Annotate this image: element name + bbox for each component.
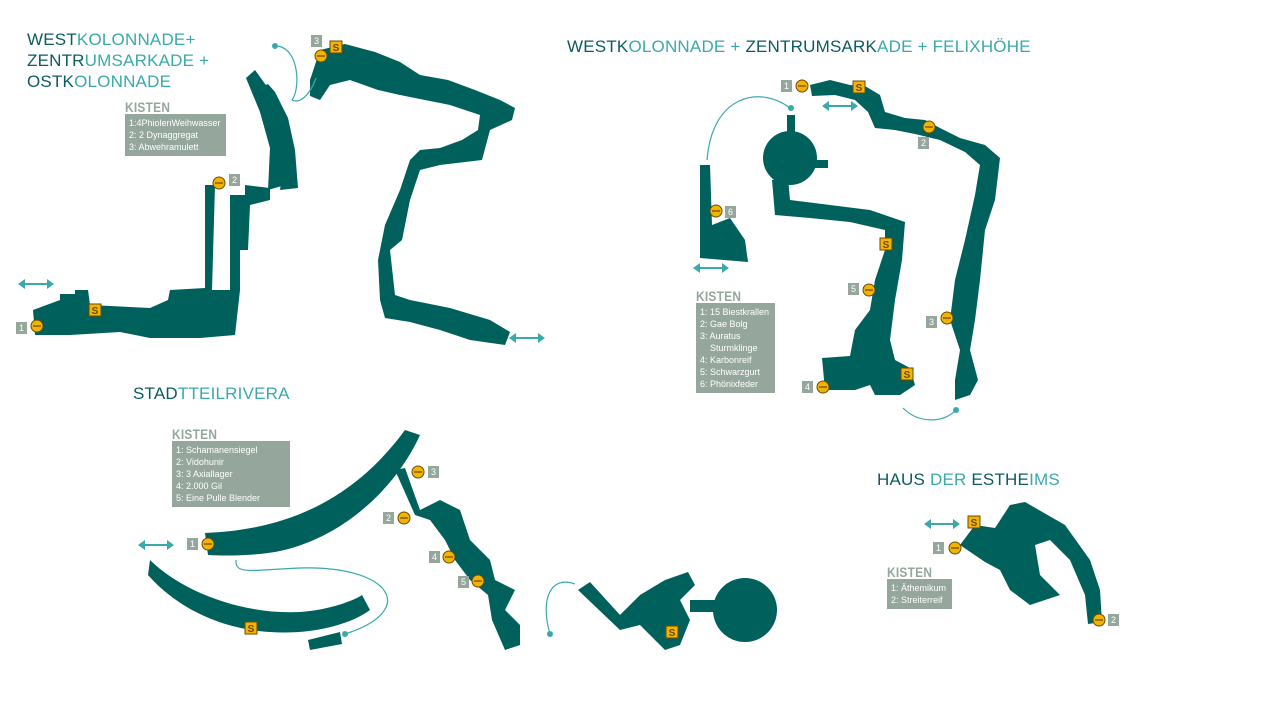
save-point-icon <box>852 80 866 95</box>
chest-icon <box>201 537 215 551</box>
legend-box: 1: Schamanensiegel 2: Vidohunir 3: 3 Axi… <box>172 441 290 507</box>
svg-text:1: 1 <box>784 81 789 91</box>
legend-item: 4: Karbonreif <box>700 355 752 365</box>
legend-item: 2: 2 Dynaggregat <box>129 130 199 140</box>
map2-markers: 1 2 3 4 5 6 <box>725 80 937 393</box>
legend-heading: KISTEN <box>696 288 742 304</box>
save-point-icon <box>879 237 893 252</box>
map1-floor <box>33 44 515 345</box>
exit-arrow-icon <box>692 262 730 274</box>
save-point-icon <box>967 515 981 530</box>
legend-item: Sturmklinge <box>700 343 758 353</box>
map4-title: HAUS DER ESTHEIMS <box>877 470 1060 489</box>
chest-icon <box>314 49 328 63</box>
exit-arrow-icon <box>17 278 55 290</box>
svg-text:2: 2 <box>1111 615 1116 625</box>
legend-item: 5: Schwarzgurt <box>700 367 761 377</box>
legend-item: 3: Abwehramulett <box>129 142 199 152</box>
svg-text:1: 1 <box>19 323 24 333</box>
map3-markers: 1 2 3 4 5 <box>187 466 469 588</box>
save-point-icon <box>88 303 102 318</box>
exit-arrow-icon <box>137 539 175 551</box>
chest-icon <box>816 380 830 394</box>
legend-item: 3: 3 Axiallager <box>176 469 233 479</box>
svg-text:2: 2 <box>232 175 237 185</box>
chest-icon <box>212 176 226 190</box>
legend-item: 2: Gae Bolg <box>700 319 748 329</box>
path-arrow-icon <box>902 407 957 421</box>
save-point-icon <box>329 40 343 55</box>
svg-text:2: 2 <box>386 513 391 523</box>
save-point-icon <box>665 625 679 640</box>
legend-item: 1: 15 Biestkrallen <box>700 307 770 317</box>
chest-icon <box>30 319 44 333</box>
path-arrow-icon <box>277 45 317 102</box>
map2-floor <box>700 80 1000 400</box>
exit-arrow-icon <box>923 518 961 530</box>
chest-icon <box>862 283 876 297</box>
svg-text:1: 1 <box>936 543 941 553</box>
chest-icon <box>709 204 723 218</box>
map1-markers: 1 2 3 <box>16 35 322 334</box>
legend-heading: KISTEN <box>125 99 171 115</box>
legend-item: 2: Vidohunir <box>176 457 224 467</box>
map2-legend: KISTEN 1: 15 Biestkrallen 2: Gae Bolg 3:… <box>696 288 776 393</box>
chest-icon <box>397 511 411 525</box>
legend-item: 5: Eine Pulle Blender <box>176 493 261 503</box>
legend-box: 1: 15 Biestkrallen 2: Gae Bolg 3: Auratu… <box>696 303 776 393</box>
legend-item: 1: Äthemikum <box>891 583 947 593</box>
legend-item: 3: Auratus <box>700 331 741 341</box>
svg-text:3: 3 <box>431 467 436 477</box>
svg-text:5: 5 <box>851 284 856 294</box>
chest-icon <box>1092 613 1106 627</box>
path-arrow-icon <box>545 581 576 635</box>
chest-icon <box>922 120 936 134</box>
chest-icon <box>442 550 456 564</box>
map4-legend: KISTEN 1: Äthemikum 2: Streiterreif <box>887 564 953 609</box>
svg-text:6: 6 <box>728 207 733 217</box>
save-point-icon <box>900 367 914 382</box>
map3-floor <box>148 430 777 650</box>
path-arrow-icon <box>235 559 389 635</box>
svg-text:3: 3 <box>929 317 934 327</box>
map2-title: WESTKOLONNADE + ZENTRUMSARKADE + FELIXHÖ… <box>567 37 1031 56</box>
legend-item: 2: Streiterreif <box>891 595 943 605</box>
exit-arrow-icon <box>821 100 859 112</box>
chest-icon <box>795 79 809 93</box>
path-arrow-icon <box>706 96 791 161</box>
legend-item: 1: Schamanensiegel <box>176 445 258 455</box>
legend-item: 1:4PhiolenWeihwasser <box>129 118 221 128</box>
legend-box: 1:4PhiolenWeihwasser 2: 2 Dynaggregat 3:… <box>125 114 227 156</box>
map4-markers: 1 2 <box>933 542 1119 626</box>
save-point-icon <box>244 621 258 636</box>
legend-heading: KISTEN <box>887 564 933 580</box>
chest-icon <box>411 465 425 479</box>
svg-text:4: 4 <box>805 382 810 392</box>
exit-arrow-icon <box>508 332 546 344</box>
svg-text:1: 1 <box>190 539 195 549</box>
legend-item: 4: 2.000 Gil <box>176 481 223 491</box>
map1-title: WESTKOLONNADE+ ZENTRUMSARKADE + OSTKOLON… <box>27 30 210 91</box>
chest-icon <box>471 574 485 588</box>
map3-title: STADTTEILRIVERA <box>133 384 290 403</box>
svg-text:2: 2 <box>921 138 926 148</box>
chest-icon <box>940 311 954 325</box>
svg-text:5: 5 <box>461 577 466 587</box>
legend-heading: KISTEN <box>172 426 218 442</box>
legend-box: 1: Äthemikum 2: Streiterreif <box>887 579 953 609</box>
chest-icon <box>948 541 962 555</box>
svg-text:3: 3 <box>314 36 319 46</box>
map1-legend: KISTEN 1:4PhiolenWeihwasser 2: 2 Dynaggr… <box>125 99 227 156</box>
map4-floor <box>960 502 1102 624</box>
map3-legend: KISTEN 1: Schamanensiegel 2: Vidohunir 3… <box>172 426 290 507</box>
svg-text:4: 4 <box>432 552 437 562</box>
legend-item: 6: Phönixfeder <box>700 379 759 389</box>
